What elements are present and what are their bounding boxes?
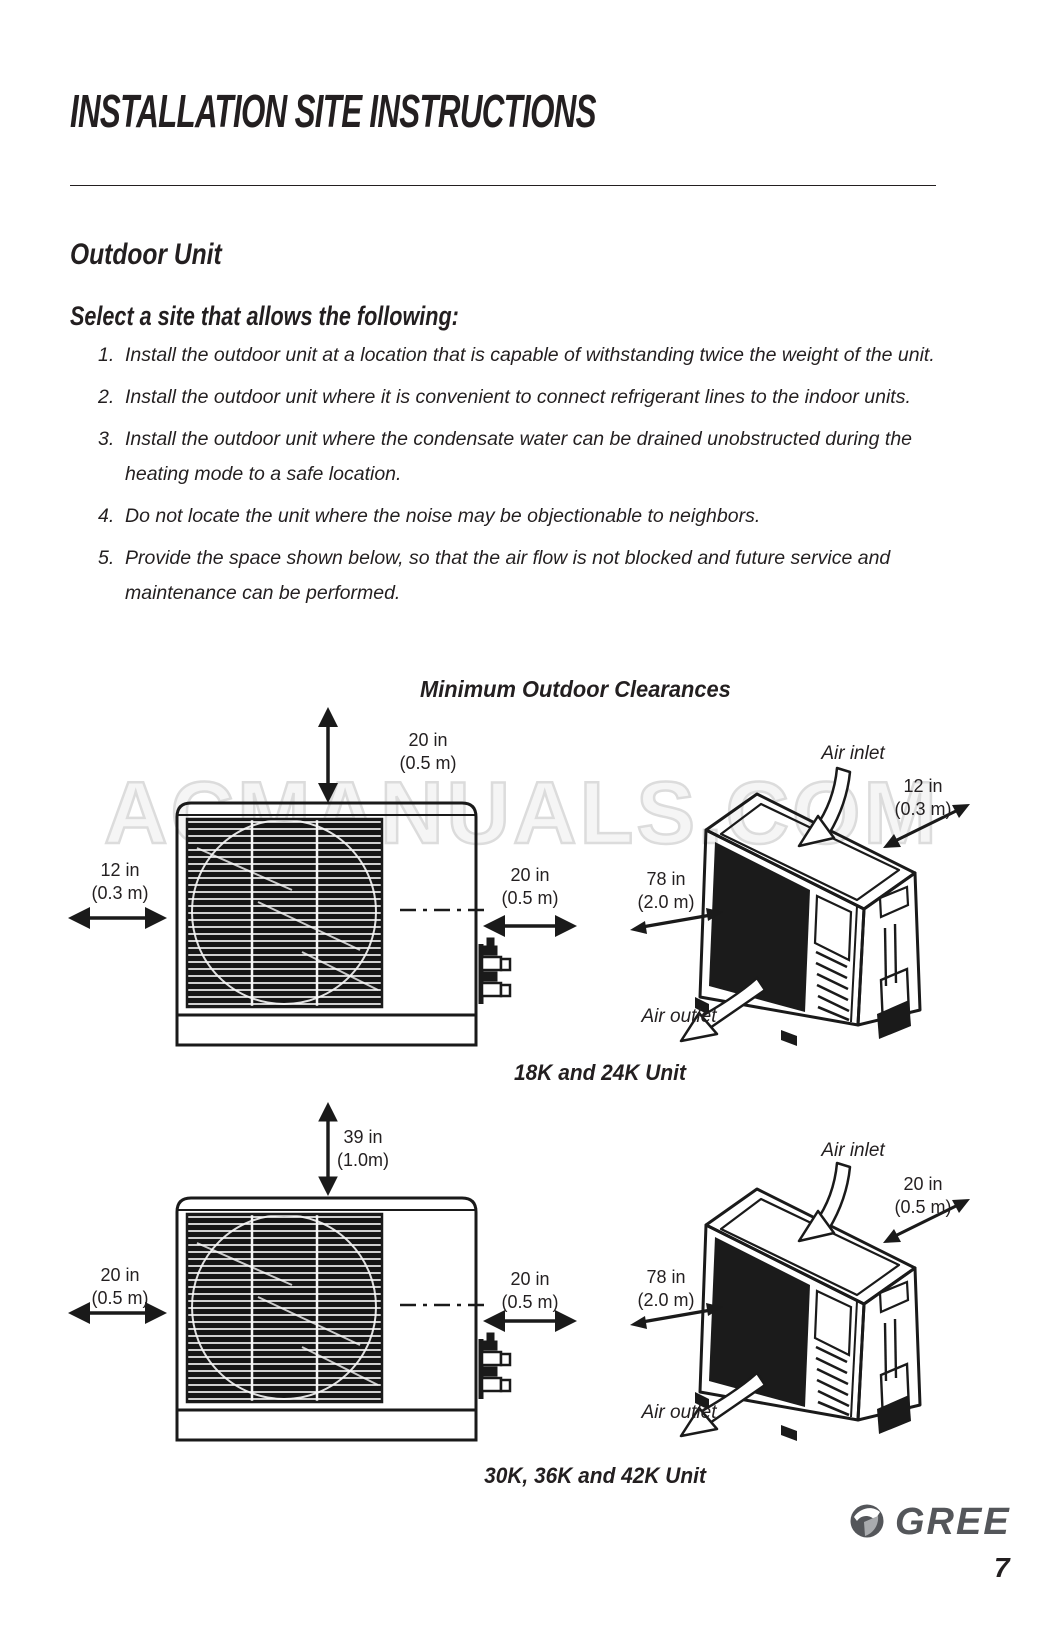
- list-item-text: Provide the space shown below, so that t…: [125, 547, 891, 604]
- right-clearance-label: 20 in (0.5 m): [501, 1269, 559, 1312]
- left-clearance-label: 20 in (0.5 m): [91, 1265, 149, 1308]
- list-item: 3. Install the outdoor unit where the co…: [98, 422, 960, 492]
- diagram-caption: 30K, 36K and 42K Unit: [484, 1463, 706, 1488]
- air-inlet-label: Air inlet: [821, 743, 885, 764]
- list-item-number: 1.: [98, 344, 115, 366]
- inlet-clearance-label: 12 in (0.3 m): [894, 776, 952, 819]
- right-clearance-label: 20 in (0.5 m): [501, 865, 559, 908]
- list-item: 2. Install the outdoor unit where it is …: [98, 380, 960, 415]
- inlet-clearance-label: 20 in (0.5 m): [894, 1174, 952, 1217]
- intro-heading: Select a site that allows the following:: [70, 301, 459, 331]
- air-inlet-label: Air inlet: [821, 1140, 885, 1161]
- list-item: 1. Install the outdoor unit at a locatio…: [98, 338, 960, 373]
- front-clearance-label: 78 in (2.0 m): [637, 1267, 695, 1310]
- list-item: 4. Do not locate the unit where the nois…: [98, 499, 960, 534]
- list-item-text: Do not locate the unit where the noise m…: [125, 505, 761, 527]
- list-item-number: 5.: [98, 547, 115, 569]
- list-item-text: Install the outdoor unit where the conde…: [125, 428, 913, 485]
- list-item-text: Install the outdoor unit where it is con…: [125, 386, 911, 408]
- list-item-number: 2.: [98, 386, 115, 408]
- section-heading: Outdoor Unit: [70, 238, 222, 271]
- list-item-number: 3.: [98, 428, 115, 450]
- list-item: 5. Provide the space shown below, so tha…: [98, 541, 960, 611]
- brand-logo: GREE: [850, 1500, 1030, 1544]
- air-outlet-label: Air outlet: [641, 1006, 717, 1027]
- left-clearance-label: 12 in (0.3 m): [91, 860, 149, 903]
- list-item-text: Install the outdoor unit at a location t…: [125, 344, 935, 366]
- instruction-list: 1. Install the outdoor unit at a locatio…: [98, 338, 960, 618]
- divider-rule: [70, 185, 936, 186]
- top-clearance-label: 20 in (0.5 m): [399, 730, 457, 773]
- brand-wordmark: GREE: [895, 1500, 1011, 1543]
- diagram-caption: 18K and 24K Unit: [514, 1060, 686, 1085]
- top-clearance-label: 39 in (1.0m): [336, 1127, 390, 1170]
- page-title: INSTALLATION SITE INSTRUCTIONS: [70, 85, 597, 137]
- figure-title: Minimum Outdoor Clearances: [420, 676, 731, 702]
- gree-roundel-icon: [850, 1503, 886, 1541]
- air-outlet-label: Air outlet: [641, 1402, 717, 1423]
- page-number: 7: [994, 1552, 1010, 1583]
- front-clearance-label: 78 in (2.0 m): [637, 869, 695, 912]
- list-item-number: 4.: [98, 505, 115, 527]
